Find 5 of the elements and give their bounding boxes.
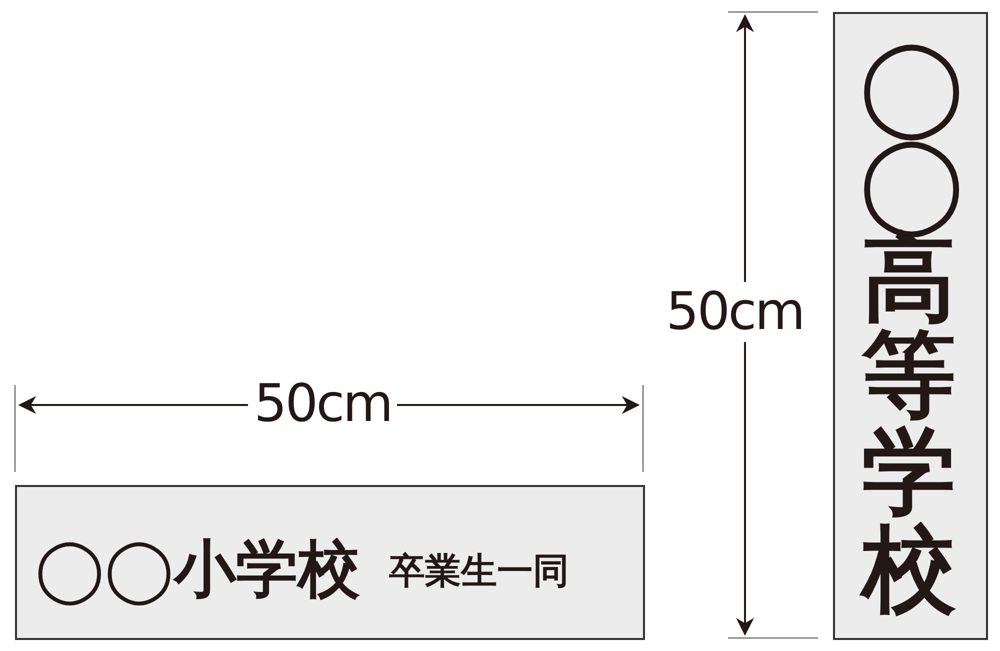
school-name: ◯◯高等学校 [859, 38, 959, 619]
school-name: ◯◯小学校 [35, 531, 360, 608]
vertical-sign-plate [833, 12, 988, 640]
graduates-text: 卒業生一同 [389, 550, 569, 594]
horizontal-sign-plate [15, 485, 645, 640]
